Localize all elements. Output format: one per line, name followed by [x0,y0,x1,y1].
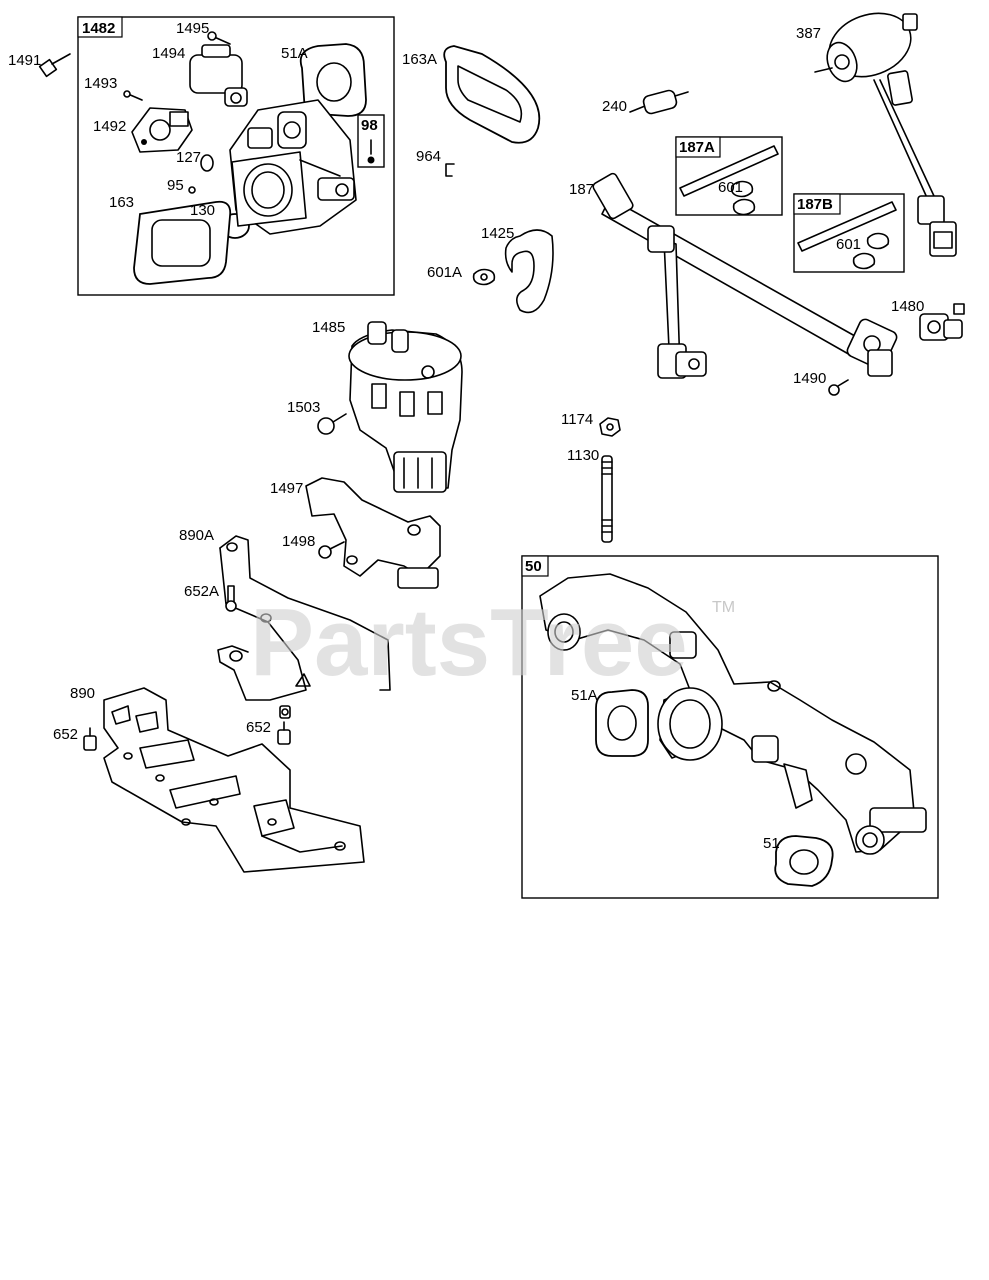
callout-1174[interactable]: 1174 [561,411,593,428]
plate-890-icon[interactable] [103,687,365,873]
gasket-163-icon[interactable] [133,200,232,285]
o-ring-127-icon[interactable] [200,154,214,172]
callout-1503[interactable]: 1503 [287,399,320,416]
callout-601A[interactable]: 601A [427,264,462,281]
callout-1493[interactable]: 1493 [84,75,117,92]
callout-1494[interactable]: 1494 [152,45,185,62]
callout-601-a[interactable]: 601 [718,179,743,196]
throttle-sensor-1492-icon[interactable] [131,107,193,153]
gasket-51-icon[interactable] [774,835,834,887]
group-tag-1482[interactable]: 1482 [82,20,115,37]
fuel-line-187-icon[interactable] [592,172,899,379]
bracket-890A-icon[interactable] [217,535,391,701]
callout-1498[interactable]: 1498 [282,533,315,550]
callout-51A[interactable]: 51A [281,45,308,62]
group-tag-50[interactable]: 50 [525,558,542,575]
callout-652-upper[interactable]: 652 [246,719,271,736]
callout-890[interactable]: 890 [70,685,95,702]
group-box-50 [521,555,939,899]
callout-1490[interactable]: 1490 [793,370,826,387]
screw-652-left-icon[interactable] [83,727,97,751]
clip-964-icon[interactable] [445,163,455,177]
screw-1493-icon[interactable] [123,90,143,101]
throttle-body-1482-icon[interactable] [229,99,357,235]
group-box-98 [357,114,385,168]
callout-652-left[interactable]: 652 [53,726,78,743]
intake-manifold-50-icon[interactable] [539,573,927,855]
screw-1495-icon[interactable] [207,31,231,45]
callout-163[interactable]: 163 [109,194,134,211]
clamp-601A-icon[interactable] [472,268,496,286]
screw-1503-icon[interactable] [317,413,347,435]
screw-652-upper-icon[interactable] [279,705,291,719]
group-box-187A [675,136,783,216]
gasket-163A-icon[interactable] [443,45,541,144]
callout-240[interactable]: 240 [602,98,627,115]
callout-130[interactable]: 130 [190,202,215,219]
screw-98-icon[interactable] [367,139,375,164]
callout-187[interactable]: 187 [569,181,594,198]
callout-652A[interactable]: 652A [184,583,219,600]
screw-652-lower-icon[interactable] [277,721,291,745]
callout-95[interactable]: 95 [167,177,184,194]
hose-187A-icon[interactable] [679,145,779,216]
callout-127[interactable]: 127 [176,149,201,166]
callout-964[interactable]: 964 [416,148,441,165]
hose-1425-icon[interactable] [504,229,554,314]
callout-1485[interactable]: 1485 [312,319,345,336]
gasket-51A-lower-icon[interactable] [595,689,649,757]
callout-1491[interactable]: 1491 [8,52,41,69]
callout-601-b[interactable]: 601 [836,236,861,253]
fitting-1480-icon[interactable] [919,303,965,341]
screw-95-icon[interactable] [188,186,196,194]
idle-air-valve-1494-icon[interactable] [189,44,248,107]
callout-51-lower[interactable]: 51 [763,835,780,852]
callout-163A[interactable]: 163A [402,51,437,68]
hose-187B-icon[interactable] [797,201,897,270]
screw-652A-icon[interactable] [225,585,237,612]
stud-1130-icon[interactable] [601,455,613,543]
callout-51A-lower[interactable]: 51A [571,687,598,704]
screw-1490-icon[interactable] [828,379,849,396]
callout-1492[interactable]: 1492 [93,118,126,135]
group-box-187B [793,193,905,273]
callout-1495[interactable]: 1495 [176,20,209,37]
callout-1480[interactable]: 1480 [891,298,924,315]
nut-1174-icon[interactable] [599,417,621,437]
callout-1425[interactable]: 1425 [481,225,514,242]
group-tag-187B[interactable]: 187B [797,196,833,213]
callout-387[interactable]: 387 [796,25,821,42]
bolt-1491-icon[interactable] [38,53,71,78]
watermark-text: PartsTree [250,589,688,696]
group-tag-98[interactable]: 98 [361,117,378,134]
fuel-filter-240-icon[interactable] [629,89,689,115]
callout-1130[interactable]: 1130 [567,447,599,464]
screw-1498-icon[interactable] [318,541,345,559]
watermark-trademark: TM [712,599,735,616]
callout-890A[interactable]: 890A [179,527,214,544]
module-1485-icon[interactable] [348,321,463,493]
fuel-pump-387-icon[interactable] [814,2,957,257]
callout-1497[interactable]: 1497 [270,480,303,497]
bracket-1497-icon[interactable] [305,477,441,589]
group-tag-187A[interactable]: 187A [679,139,715,156]
group-box-1482 [77,16,395,296]
